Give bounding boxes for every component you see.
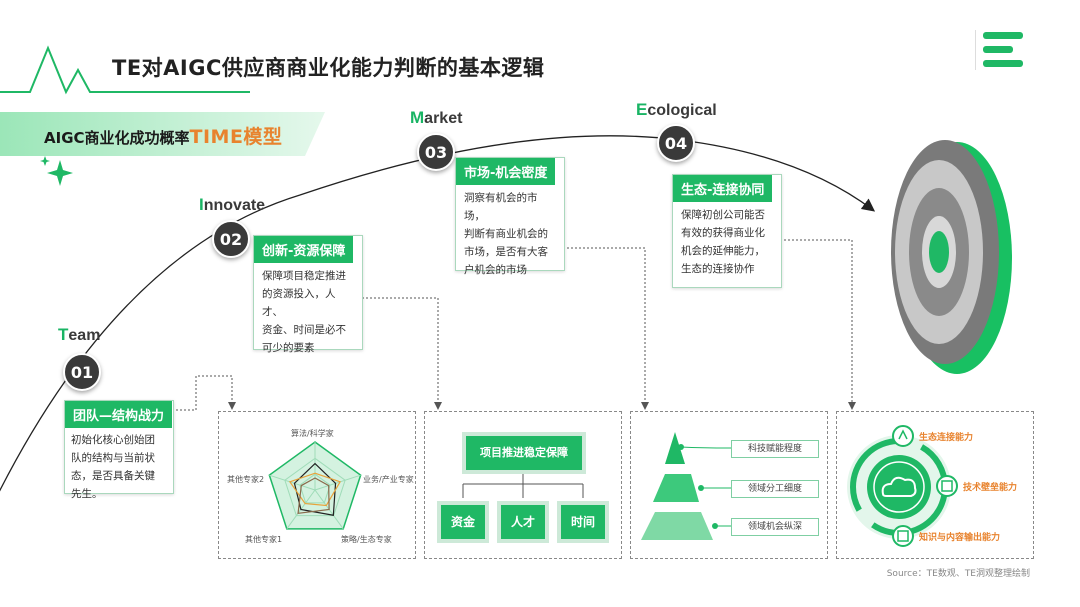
banner-model-name: TIME模型 xyxy=(189,126,283,148)
stage-label-innovate: Innovate xyxy=(199,195,266,214)
card-innovate-title: 创新-资源保障 xyxy=(254,236,354,263)
brand-logo-icon xyxy=(983,32,1023,67)
card-innovate-line: 资金、时间是必不 xyxy=(262,324,346,336)
card-innovate-line: 保障项目稳定推进 xyxy=(262,270,346,282)
team-radar-chart xyxy=(268,441,362,530)
eco-capability-label: 技术壁垒能力 xyxy=(963,483,1018,493)
card-ecological-title: 生态-连接协同 xyxy=(673,175,773,202)
target-disc xyxy=(891,140,1012,374)
page-title: TE对AIGC供应商商业化能力判断的基本逻辑 xyxy=(112,56,545,80)
banner-prefix: AIGC商业化成功概率 xyxy=(44,129,190,147)
project-item-box: 时间 xyxy=(557,501,609,543)
stage-label-market: Market xyxy=(410,108,463,127)
card-ecological-line: 机会的延伸能力， xyxy=(681,245,765,257)
panel-market-layers: 科技赋能程度 领域分工细度 领域机会纵深 xyxy=(630,411,828,559)
radar-series xyxy=(293,462,337,516)
stage-label-team: Team xyxy=(58,325,101,344)
logo-icon xyxy=(975,30,976,70)
card-ecological-line: 有效的获得商业化 xyxy=(681,227,765,239)
radar-axis-label: 其他专家2 xyxy=(227,475,265,484)
stage-number-01: 01 xyxy=(63,353,101,391)
card-innovate-line: 可少的要素 xyxy=(262,342,315,354)
card-market-line: 判断有商业机会的 xyxy=(464,228,548,240)
stage-number-02: 02 xyxy=(212,220,250,258)
radar-axis-label: 算法/科学家 xyxy=(291,429,334,438)
card-team: 团队—结构战力 初始化核心创始团 队的结构与当前状 态，是否具备关键 先生。 xyxy=(64,400,174,500)
radar-axis-label: 策略/生态专家 xyxy=(341,535,392,544)
card-market-line: 户机会的市场 xyxy=(464,264,527,276)
market-layer-label: 领域分工细度 xyxy=(731,480,819,498)
project-item-box: 人才 xyxy=(497,501,549,543)
pulse-line-decoration xyxy=(0,45,250,95)
stage-label-ecological: Ecological xyxy=(636,100,717,119)
radar-axis-line xyxy=(314,474,361,491)
ecology-ring xyxy=(847,425,958,547)
radar-axis-label: 业务/产业专家 xyxy=(363,475,414,484)
card-market-line: 洞察有机会的市场， xyxy=(464,192,538,222)
panel-ecology: 生态连接能力 技术壁垒能力 知识与内容输出能力 xyxy=(836,411,1034,559)
sparkle-icon xyxy=(40,156,73,186)
stage-number-04: 04 xyxy=(657,124,695,162)
card-team-line: 队的结构与当前状 xyxy=(71,452,155,464)
radar-series xyxy=(288,472,341,507)
eco-capability-label: 知识与内容输出能力 xyxy=(919,533,1001,543)
card-ecological-line: 生态的连接协作 xyxy=(681,263,755,275)
card-innovate: 创新-资源保障 保障项目稳定推进 的资源投入，人才、 资金、时间是必不 可少的要… xyxy=(253,235,363,354)
model-banner-bg xyxy=(0,112,325,156)
card-ecological: 生态-连接协同 保障初创公司能否 有效的获得商业化 机会的延伸能力， 生态的连接… xyxy=(672,174,782,288)
card-market-title: 市场-机会密度 xyxy=(456,158,556,185)
market-layer-label: 科技赋能程度 xyxy=(731,440,819,458)
source-note: Source：TE数观、TE洞观整理绘制 xyxy=(886,569,1030,579)
project-top-box: 项目推进稳定保障 xyxy=(462,432,586,474)
eco-capability-label: 生态连接能力 xyxy=(919,433,974,443)
radar-grid-ring xyxy=(284,457,346,517)
stage-number-03: 03 xyxy=(417,133,455,171)
project-item-box: 资金 xyxy=(437,501,489,543)
market-pyramid xyxy=(641,432,732,540)
card-ecological-line: 保障初创公司能否 xyxy=(681,209,765,221)
panel-project-guarantee: 项目推进稳定保障 资金 人才 时间 xyxy=(424,411,622,559)
radar-series xyxy=(297,477,330,514)
radar-grid-ring xyxy=(299,473,331,504)
model-banner: AIGC商业化成功概率TIME模型 xyxy=(44,122,282,149)
card-team-line: 初始化核心创始团 xyxy=(71,434,155,446)
card-team-line: 态，是否具备关键 xyxy=(71,470,155,482)
radar-axis-label: 其他专家1 xyxy=(245,535,283,544)
card-market-line: 市场，是否有大客 xyxy=(464,246,548,258)
panel-team-radar: 算法/科学家 业务/产业专家 策略/生态专家 其他专家1 其他专家2 xyxy=(218,411,416,559)
card-team-line: 先生。 xyxy=(71,488,103,500)
card-innovate-line: 的资源投入，人才、 xyxy=(262,288,336,318)
card-market: 市场-机会密度 洞察有机会的市场， 判断有商业机会的 市场，是否有大客 户机会的… xyxy=(455,157,565,276)
radar-axis-line xyxy=(269,474,316,491)
market-layer-label: 领域机会纵深 xyxy=(731,518,819,536)
card-team-title: 团队—结构战力 xyxy=(65,401,173,428)
